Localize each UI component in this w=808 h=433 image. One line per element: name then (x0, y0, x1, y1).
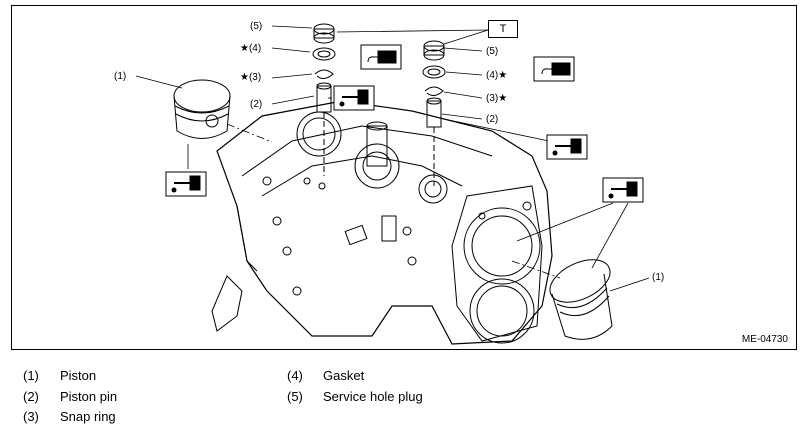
legend-text: Gasket (323, 368, 365, 383)
figure-code: ME-04730 (741, 334, 788, 345)
legend-number: (5) (287, 389, 303, 404)
legend-number: (4) (287, 368, 303, 383)
callout-plug-left: (5) (250, 21, 263, 32)
callout-gasket-left: ★(4) (240, 43, 262, 54)
engine-exploded-diagram (135, 23, 650, 345)
callout-piston-left: (1) (114, 71, 127, 82)
figure-frame: (1) (5) ★(4) ★(3) (2) (5) (4)★ (3)★ (2) … (11, 5, 797, 350)
legend-text: Piston (60, 368, 97, 383)
oil-symbol-right-pin (546, 134, 588, 160)
right-part-stack-illustration (422, 40, 446, 186)
legend-text: Service hole plug (323, 389, 423, 404)
piston-left-illustration (173, 79, 231, 139)
callout-plug-right: (5) (486, 46, 499, 57)
callout-snap-right: (3)★ (486, 93, 508, 104)
sealant-symbol-upper-left (360, 44, 402, 70)
callout-gasket-right: (4)★ (486, 70, 508, 81)
legend-number: (1) (23, 368, 39, 383)
legend-text: Snap ring (60, 409, 116, 424)
leader-lines (135, 25, 650, 292)
oil-symbol-left-pin (333, 85, 375, 111)
callout-pin-left: (2) (250, 99, 263, 110)
callout-snap-left: ★(3) (240, 72, 262, 83)
parts-legend: (1) Piston (2) Piston pin (3) Snap ring … (0, 360, 808, 433)
torque-callout-box: T (488, 20, 518, 38)
oil-symbol-right-piston (602, 177, 644, 203)
sealant-symbol-upper-right (533, 56, 575, 82)
oil-symbol-left-piston (165, 171, 207, 197)
left-part-stack-illustration (312, 23, 336, 176)
callout-pin-right: (2) (486, 114, 499, 125)
legend-number: (2) (23, 389, 39, 404)
callout-piston-right: (1) (652, 272, 665, 283)
legend-number: (3) (23, 409, 39, 424)
engine-block-illustration (211, 100, 553, 345)
legend-text: Piston pin (60, 389, 118, 404)
piston-right-illustration (549, 259, 613, 340)
